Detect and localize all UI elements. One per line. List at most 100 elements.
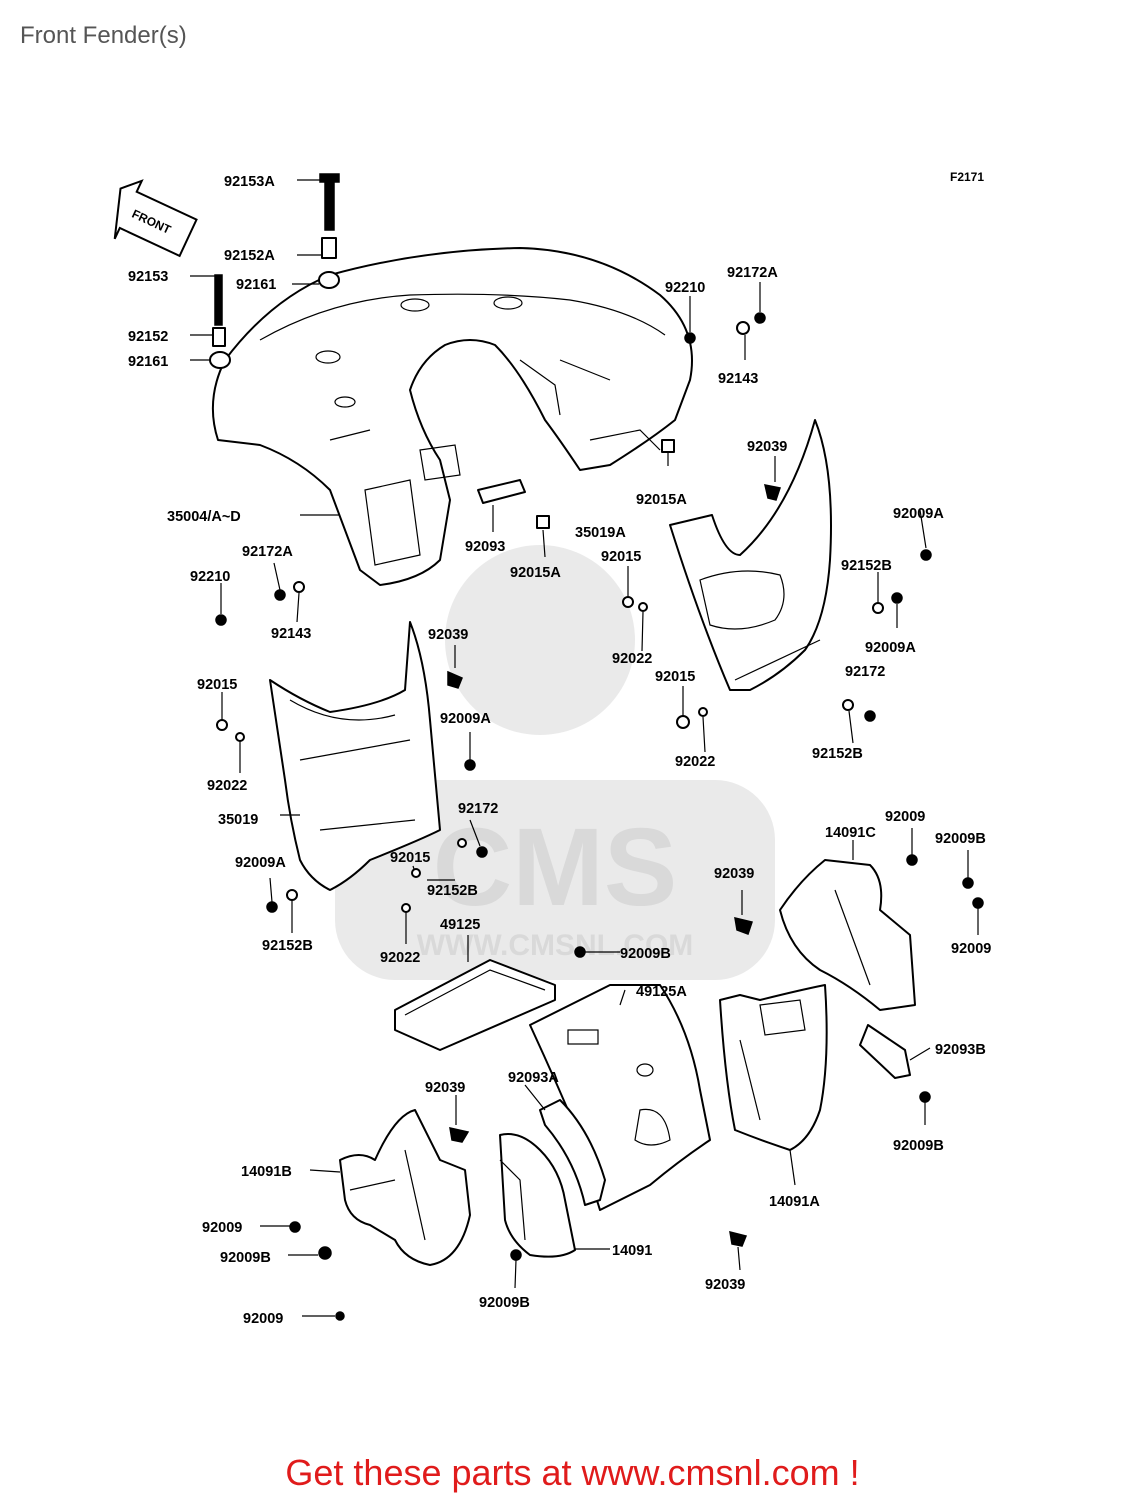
washer-92143-left [293, 581, 305, 593]
clip-92015a [661, 439, 675, 453]
callout-92152b-2: 92152B [812, 746, 863, 762]
bolt-92009b-mid [574, 946, 586, 958]
callout-92015-3: 92015 [197, 677, 237, 693]
washer-92152b [872, 602, 884, 614]
rivet-92039 [764, 484, 781, 501]
rivet-92039-low [449, 1127, 470, 1143]
clip-92015a-2 [536, 515, 550, 529]
washer-92152b-l [457, 838, 467, 848]
bolt-92153a [324, 174, 335, 231]
clip-92015 [622, 596, 634, 608]
clip-92015-r2 [676, 715, 690, 729]
collar-92152a [321, 237, 337, 259]
washer-92022-l [235, 732, 245, 742]
inner-fender-35019 [269, 621, 441, 891]
pad-92093a [539, 1099, 606, 1206]
bolt-92009-r1 [906, 854, 918, 866]
cover-49125 [394, 959, 556, 1051]
callout-92009-4: 92009 [243, 1311, 283, 1327]
callout-92143: 92143 [718, 371, 758, 387]
callout-92153: 92153 [128, 269, 168, 285]
bolt-92172-l [476, 846, 488, 858]
fasteners [209, 173, 984, 1321]
figure-code: F2171 [950, 170, 984, 184]
bolt-92009-r2 [972, 897, 984, 909]
callout-92172a: 92172A [727, 265, 778, 281]
callout-92009b: 92009B [935, 831, 986, 847]
washer-92152b-l2 [286, 889, 298, 901]
callout-92009-3: 92009 [202, 1220, 242, 1236]
bolt-92172-r [864, 710, 876, 722]
callout-labels: 92153A 92152A 92153 92161 92152 92161 92… [128, 174, 991, 1327]
callout-14091c: 14091C [825, 825, 876, 841]
callout-92172-2: 92172 [458, 801, 498, 817]
nut-92210 [684, 332, 696, 344]
watermark-brand: CMS [433, 806, 677, 929]
bolt-92009b-low [318, 1246, 332, 1260]
collar-92152 [212, 327, 226, 347]
washer-92143 [736, 321, 750, 335]
watermark-badge [335, 780, 775, 980]
callout-35004: 35004/A~D [167, 509, 241, 525]
grommet-92161 [209, 351, 231, 369]
callout-92172a-left: 92172A [242, 544, 293, 560]
callout-35019a: 35019A [575, 525, 626, 541]
callout-92161-2: 92161 [128, 354, 168, 370]
rivet-92039-mid [734, 917, 753, 935]
callout-92015-4: 92015 [390, 850, 430, 866]
callout-92152a: 92152A [224, 248, 275, 264]
watermark: CMS WWW.CMSNL.COM [335, 545, 775, 980]
callout-92152: 92152 [128, 329, 168, 345]
watermark-mascot [445, 545, 635, 735]
guard-14091 [499, 1133, 576, 1258]
callout-92015: 92015 [601, 549, 641, 565]
rivet-92039-low2 [729, 1230, 748, 1247]
bolt-92009a-l [464, 759, 476, 771]
washer-92152b-r2 [842, 699, 854, 711]
callout-92009b-2: 92009B [620, 946, 671, 962]
bolt-92009a [920, 549, 932, 561]
pad-92093 [477, 479, 526, 504]
callout-92093: 92093 [465, 539, 505, 555]
guard-14091a [719, 984, 828, 1151]
callout-92009a: 92009A [893, 506, 944, 522]
bolt-92009-low1 [289, 1221, 301, 1233]
bolt-92009a-r [891, 592, 903, 604]
bolt-92009b-r1 [962, 877, 974, 889]
callout-92039-5: 92039 [705, 1277, 745, 1293]
callout-92009b-5: 92009B [479, 1295, 530, 1311]
callout-92039-2: 92039 [428, 627, 468, 643]
callout-92039-3: 92039 [714, 866, 754, 882]
bolt-92009-low3 [335, 1311, 345, 1321]
callout-92009a-4: 92009A [235, 855, 286, 871]
rivet-92039-left [447, 670, 463, 689]
callout-92015a-2: 92015A [510, 565, 561, 581]
nut-92210-left [215, 614, 227, 626]
front-fender-35004 [211, 247, 693, 586]
callout-92022: 92022 [612, 651, 652, 667]
callout-14091b: 14091B [241, 1164, 292, 1180]
callout-92161: 92161 [236, 277, 276, 293]
clip-92015-l2 [411, 868, 421, 878]
callout-92022-2: 92022 [675, 754, 715, 770]
watermark-url: WWW.CMSNL.COM [417, 929, 694, 962]
callout-92009b-4: 92009B [220, 1250, 271, 1266]
callout-92093b: 92093B [935, 1042, 986, 1058]
callout-92009a-2: 92009A [865, 640, 916, 656]
footer-link[interactable]: Get these parts at www.cmsnl.com ! [285, 1452, 860, 1493]
washer-92022-l2 [401, 903, 411, 913]
callout-92152b: 92152B [841, 558, 892, 574]
inner-fender-35019a [669, 419, 832, 691]
callout-92143-left: 92143 [271, 626, 311, 642]
callout-92152b-3: 92152B [427, 883, 478, 899]
callout-92022-3: 92022 [207, 778, 247, 794]
callout-92210-left: 92210 [190, 569, 230, 585]
grommet-92161a [318, 271, 340, 289]
callout-92172: 92172 [845, 664, 885, 680]
bolt-92009b-r3 [919, 1091, 931, 1103]
callout-92009b-3: 92009B [893, 1138, 944, 1154]
pad-92093b [859, 1024, 911, 1079]
clip-92015-l [216, 719, 228, 731]
callout-92210: 92210 [665, 280, 705, 296]
